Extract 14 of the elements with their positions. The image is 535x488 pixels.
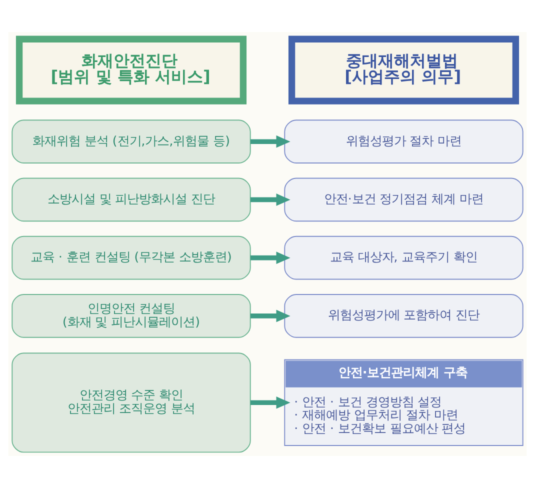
arrow [250, 396, 290, 409]
arrow [250, 252, 290, 264]
node-box: 화재위험 분석 (전기,가스,위험물 등) [12, 120, 251, 164]
arrow [250, 194, 290, 206]
node-box: 안전·보건 정기점검 체계 마련 [284, 178, 524, 222]
node-box: 소방시설 및 피난방화시설 진단 [12, 178, 251, 222]
node-box: 위험성평가에 포함하여 진단 [284, 294, 524, 338]
arrow [250, 310, 290, 322]
node-box: 인명안전 컨설팅 (화재 및 피난시뮬레이션) [12, 294, 251, 338]
node-box: 위험성평가 절차 마련 [284, 120, 524, 164]
node-box: 교육 대상자, 교육주기 확인 [284, 236, 524, 280]
arrow [250, 135, 290, 148]
node-box: 안전경영 수준 확인 안전관리 조직운영 분석 [12, 352, 251, 453]
node-box: 교육 · 훈련 컨설팅 (무각본 소방훈련) [12, 236, 251, 280]
